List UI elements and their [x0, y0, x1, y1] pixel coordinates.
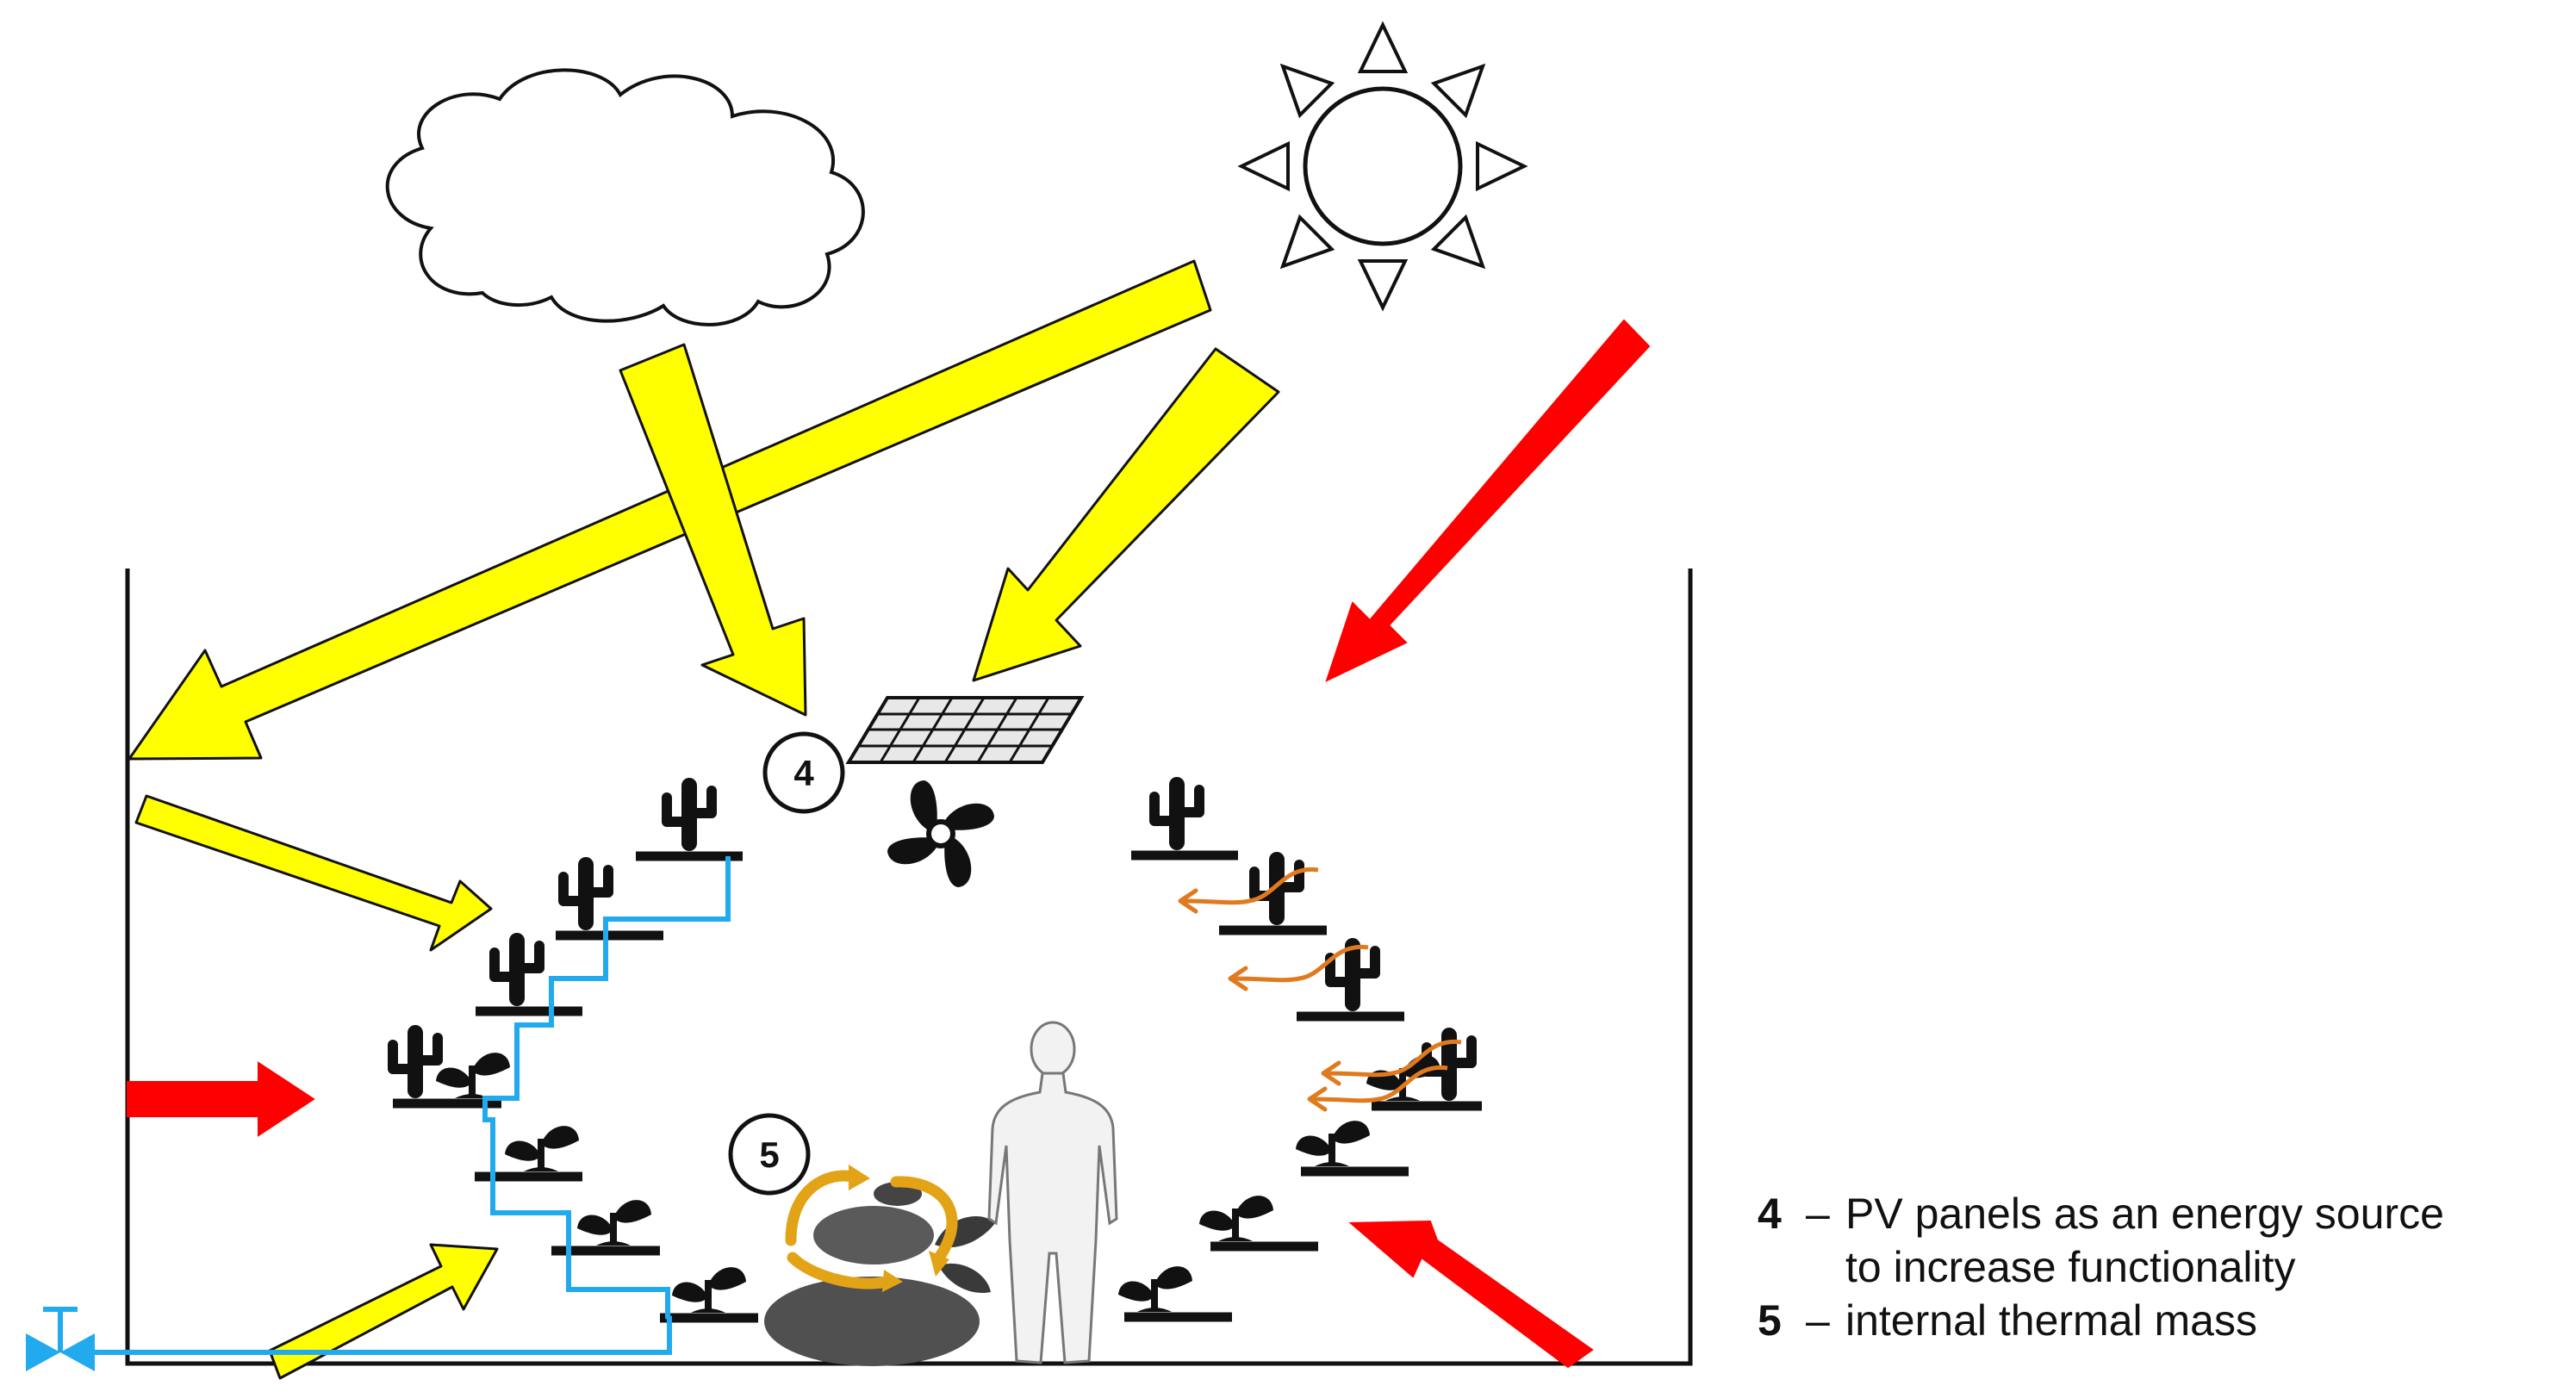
cactus-icon	[563, 857, 608, 930]
cactus-icon	[1154, 777, 1199, 850]
solar-arrow-to-panel	[972, 347, 1280, 682]
heat-arrow-top-right	[1325, 319, 1651, 682]
sprout-icon	[1296, 1121, 1370, 1166]
cactus-icon	[495, 933, 539, 1006]
heat-arrow-bottom-right	[1348, 1220, 1594, 1369]
legend-dash: –	[1806, 1296, 1830, 1345]
legend-line: to increase functionality	[1845, 1243, 2296, 1291]
greenhouse-walls	[125, 569, 1693, 1366]
water-pipe	[90, 856, 731, 1355]
solar-arrow-left-wall	[128, 259, 1212, 761]
marker-4-label: 4	[793, 753, 814, 793]
sprout-icon	[505, 1126, 579, 1171]
legend-item-5: 5 – internal thermal mass	[1758, 1294, 2567, 1347]
solar-arrow-upper-steps	[134, 794, 493, 952]
cactus-icon	[667, 778, 712, 851]
water-supply	[26, 856, 731, 1371]
legend-description: internal thermal mass	[1845, 1294, 2567, 1347]
legend-dash: –	[1806, 1190, 1830, 1238]
sprout-icon	[577, 1200, 651, 1246]
legend-item-4: 4 – PV panels as an energy source to inc…	[1758, 1187, 2567, 1294]
fan-icon	[887, 780, 994, 887]
legend: 4 – PV panels as an energy source to inc…	[1758, 1187, 2567, 1347]
sprout-icon	[436, 1053, 510, 1098]
heat-arrow-left	[127, 1061, 315, 1137]
cactus-icon	[393, 1025, 438, 1098]
legend-number: 4	[1758, 1190, 1782, 1238]
solar-arrow-from-cloud	[619, 343, 807, 717]
valve-icon[interactable]	[26, 1307, 95, 1371]
cactus-icon	[1254, 852, 1299, 925]
solar-radiation-arrows	[128, 259, 1280, 1380]
marker-5-badge: 5	[728, 1113, 811, 1196]
marker-5-label: 5	[759, 1134, 779, 1175]
marker-4-badge: 4	[762, 731, 845, 814]
sprout-icon	[672, 1267, 746, 1313]
thermal-rotation-arrows	[785, 1165, 958, 1292]
cloud-icon	[385, 68, 865, 326]
solar-arrow-lower-steps	[268, 1243, 499, 1380]
sprout-icon	[1199, 1196, 1273, 1241]
legend-line: internal thermal mass	[1845, 1296, 2257, 1345]
sun-icon	[1240, 23, 1526, 309]
stepped-shelves	[393, 850, 1482, 1323]
sprout-icon	[1118, 1266, 1192, 1312]
person-icon	[987, 1021, 1118, 1364]
legend-description: PV panels as an energy source to increas…	[1845, 1187, 2567, 1294]
legend-line: PV panels as an energy source	[1845, 1190, 2444, 1238]
airflow-arrows	[1180, 869, 1461, 1109]
legend-number: 5	[1758, 1296, 1782, 1345]
heat-arrows	[127, 319, 1651, 1369]
pv-panel-icon	[845, 696, 1085, 764]
